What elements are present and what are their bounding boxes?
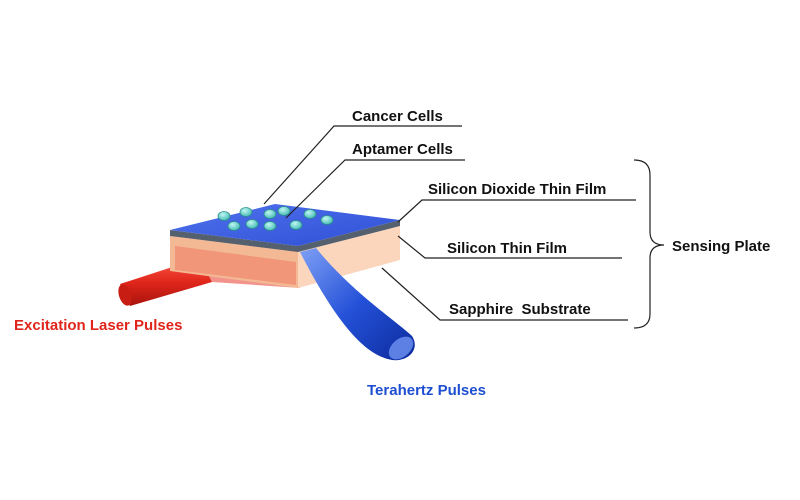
label-aptamer-cells: Aptamer Cells [352, 141, 453, 158]
sensing-plate [170, 204, 400, 288]
cell [245, 219, 259, 229]
cells-cluster [217, 206, 334, 231]
cancer-cells-leader [263, 125, 462, 205]
cell [277, 206, 291, 216]
label-silicon-dioxide: Silicon Dioxide Thin Film [428, 181, 606, 198]
terahertz-beam [300, 248, 415, 361]
silicon-dioxide-top [170, 204, 400, 246]
cell [289, 220, 303, 230]
label-silicon-thin-film: Silicon Thin Film [447, 240, 567, 257]
cell [239, 207, 253, 217]
cell [263, 209, 277, 219]
label-excitation-laser: Excitation Laser Pulses [14, 317, 182, 334]
cell [227, 221, 241, 231]
cell [217, 211, 231, 221]
silicon-thin-film-layer [170, 220, 400, 252]
sapphire-substrate-leader [381, 267, 628, 321]
leader-lines [263, 125, 665, 329]
label-sensing-plate: Sensing Plate [672, 238, 770, 255]
cell [263, 221, 277, 231]
sensing-plate-brace [633, 159, 665, 329]
cell [303, 209, 317, 219]
label-sapphire-substrate: Sapphire Substrate [449, 301, 591, 318]
aptamer-cells-leader [285, 159, 465, 219]
silicon-dioxide-leader [397, 199, 636, 223]
label-cancer-cells: Cancer Cells [352, 108, 443, 125]
silicon-thin-film-leader [397, 235, 622, 259]
cell [320, 215, 334, 225]
label-terahertz-pulses: Terahertz Pulses [367, 382, 486, 399]
